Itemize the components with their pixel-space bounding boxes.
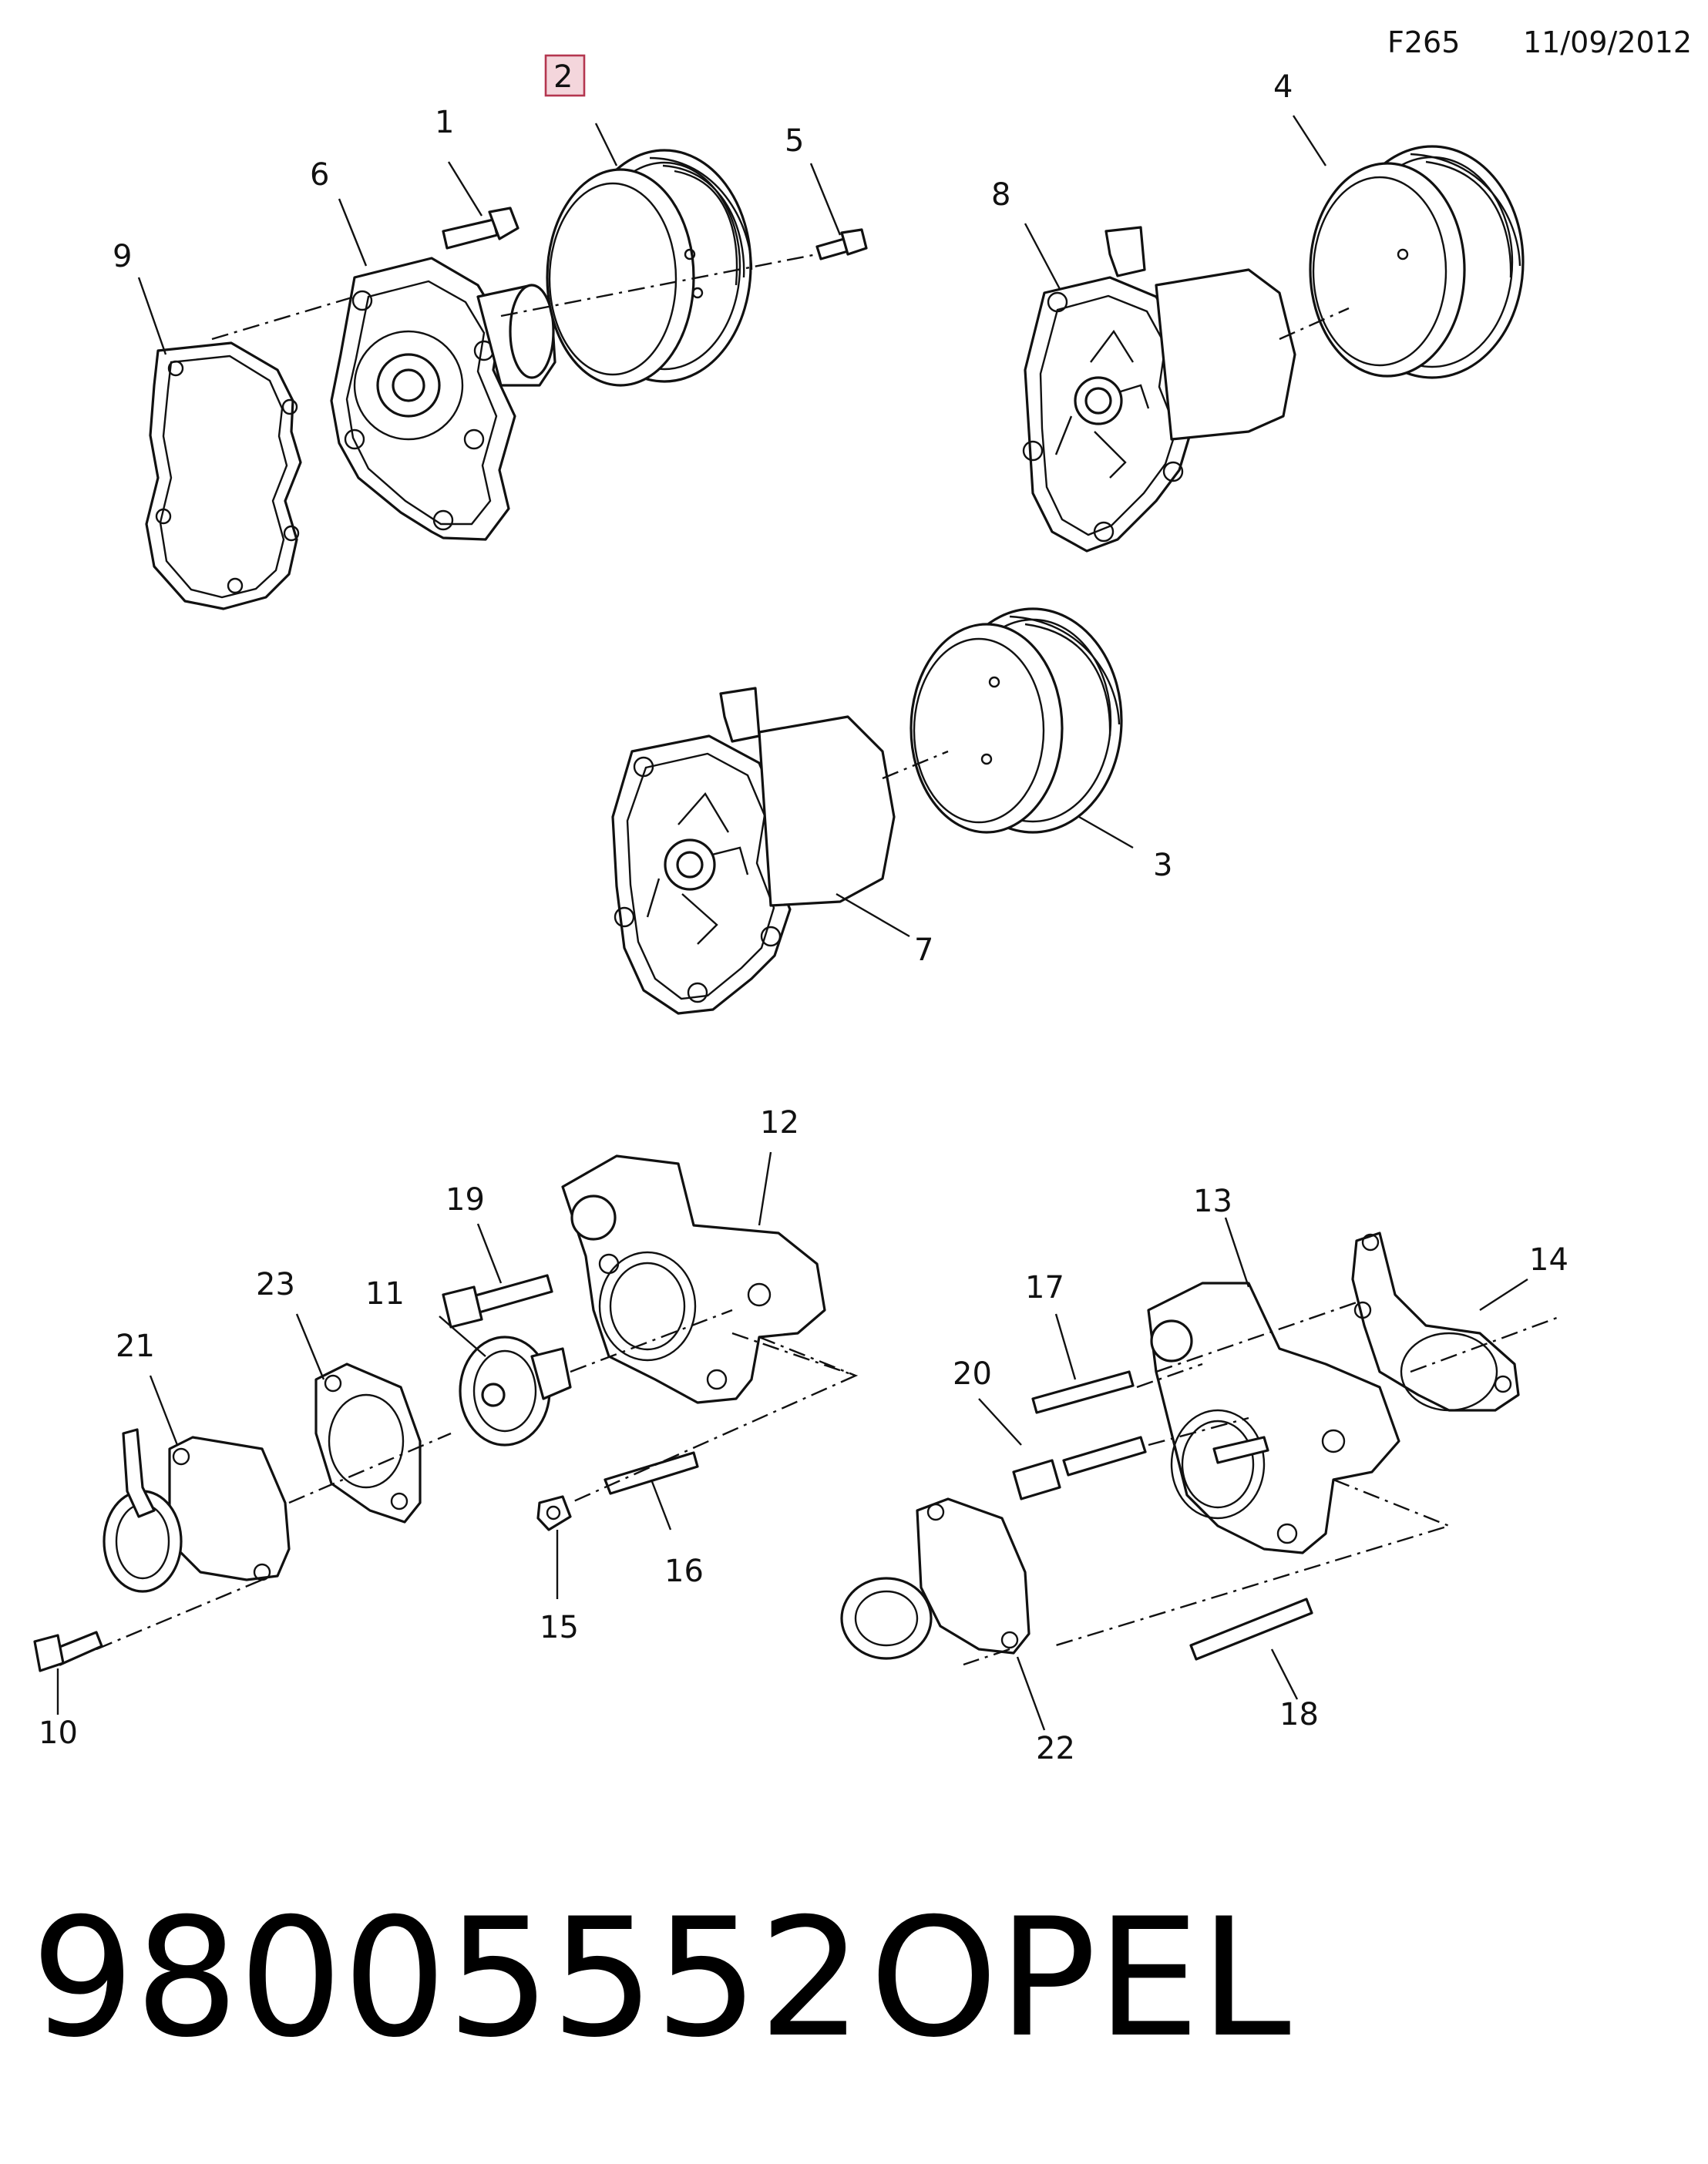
callout-6: 6	[310, 157, 329, 193]
water-pump-assembly-a	[145, 149, 868, 610]
callout-15: 15	[540, 1610, 579, 1645]
water-pump-assembly-b	[1022, 145, 1525, 553]
callout-20: 20	[953, 1356, 992, 1392]
leader-lines	[56, 115, 1528, 1731]
bolt-20	[1012, 1436, 1147, 1500]
thermostat-assembly-left	[33, 1154, 859, 1672]
axis-line-a	[211, 253, 818, 341]
callout-13: 13	[1193, 1184, 1232, 1219]
sheet-code: F265	[1387, 25, 1460, 59]
pulley-2	[546, 149, 753, 387]
callout-8: 8	[991, 177, 1010, 213]
bolt-10	[33, 1631, 103, 1672]
sheet-date: 11/09/2012	[1523, 25, 1692, 59]
callout-10: 10	[39, 1715, 78, 1751]
callout-11: 11	[365, 1276, 405, 1312]
outlet-21	[103, 1428, 291, 1593]
nut-15	[536, 1495, 572, 1531]
stud-18	[1189, 1598, 1313, 1661]
callout-14: 14	[1529, 1242, 1568, 1278]
callout-22: 22	[1036, 1731, 1075, 1766]
outlet-22	[840, 1497, 1031, 1660]
pump-body-6	[330, 257, 556, 541]
gasket-23	[314, 1363, 422, 1524]
pump-body-7	[611, 687, 896, 1015]
pulley-4	[1309, 145, 1525, 379]
callout-1: 1	[435, 105, 454, 140]
bolt-1	[442, 207, 519, 250]
stud-17	[1031, 1370, 1135, 1414]
bolt-5	[815, 228, 868, 260]
thermostat-11	[459, 1336, 572, 1447]
axis-line-d	[96, 1309, 859, 1651]
callout-9: 9	[113, 239, 132, 274]
callout-21: 21	[116, 1329, 155, 1364]
pulley-3	[909, 607, 1123, 834]
callout-18: 18	[1279, 1697, 1319, 1732]
callout-7: 7	[914, 932, 933, 968]
thermostat-assembly-right	[840, 1232, 1558, 1666]
housing-12	[561, 1154, 826, 1404]
callout-19: 19	[445, 1182, 485, 1218]
axis-line-e	[963, 1301, 1558, 1666]
callout-2: 2	[553, 59, 573, 95]
axis-line-c	[882, 750, 949, 780]
pump-gasket-9	[145, 341, 302, 610]
pump-body-8	[1022, 226, 1296, 553]
callout-17: 17	[1025, 1270, 1064, 1305]
callout-4: 4	[1273, 69, 1293, 105]
callout-3: 3	[1153, 848, 1172, 883]
axis-line-b	[1279, 307, 1350, 341]
callout-12: 12	[760, 1105, 799, 1141]
stud-16	[604, 1451, 699, 1495]
bolt-19	[442, 1274, 553, 1329]
part-number: 98005552	[31, 1883, 862, 2073]
callout-23: 23	[256, 1267, 295, 1302]
water-pump-assembly-c	[611, 607, 1123, 1015]
gasket-14	[1351, 1232, 1520, 1412]
housing-13	[1147, 1282, 1400, 1554]
highlight-box-callout-2	[544, 54, 586, 97]
callout-16: 16	[664, 1554, 704, 1589]
brand-name: OPEL	[869, 1883, 1291, 2073]
callout-5: 5	[785, 123, 804, 159]
